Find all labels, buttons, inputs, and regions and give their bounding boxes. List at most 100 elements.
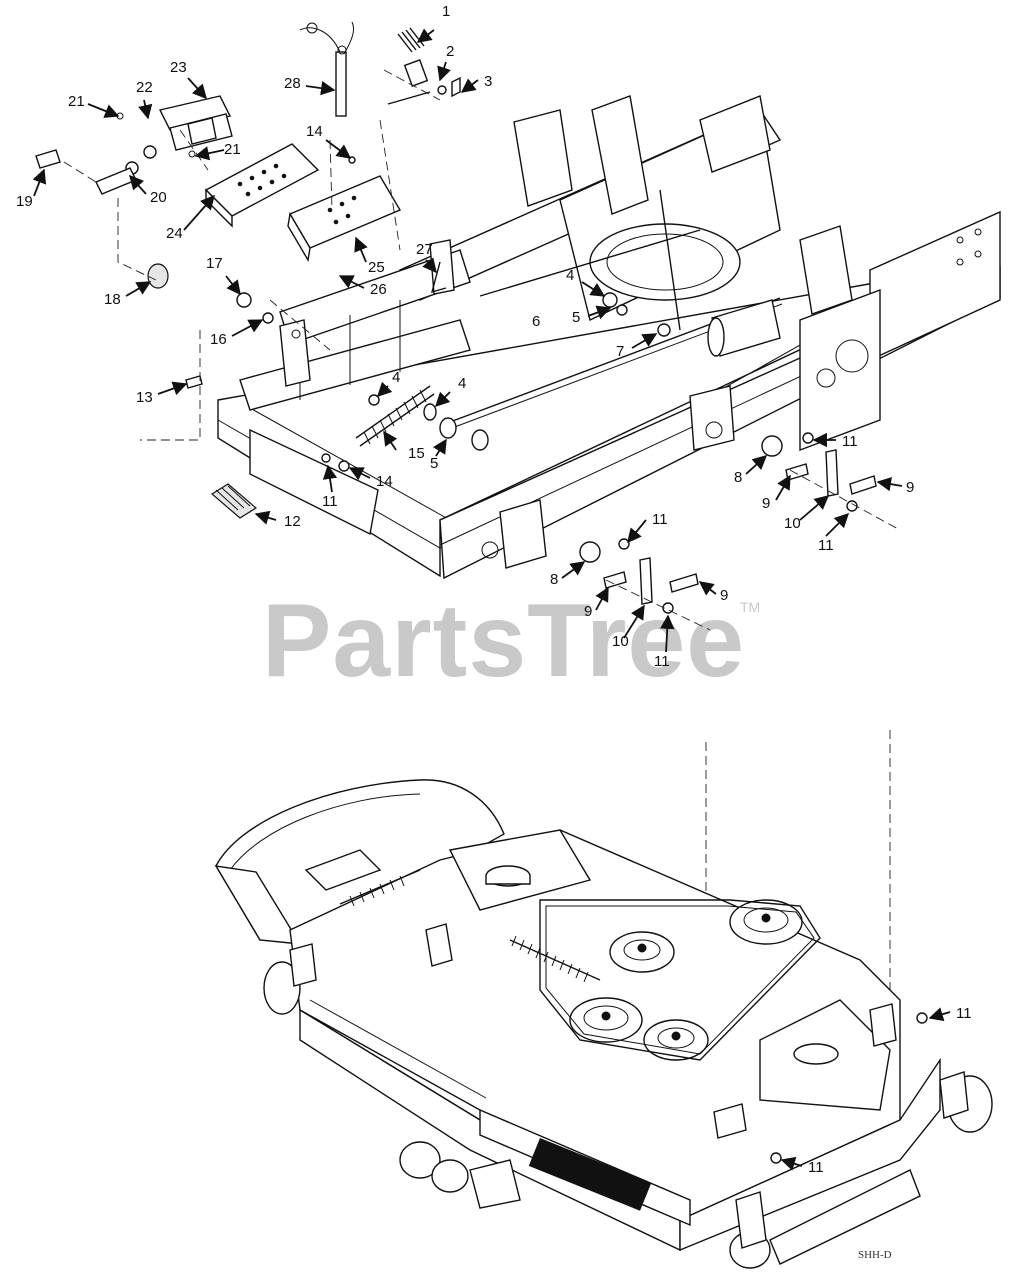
callout-leader (383, 430, 398, 451)
callout-label: 3 (484, 73, 492, 90)
callout-label: 4 (458, 375, 466, 392)
callout-28: 28 (284, 75, 336, 96)
callout-9: 9 (698, 581, 728, 604)
callout-label: 28 (284, 75, 301, 92)
callout-leader (194, 146, 225, 161)
callout-label: 5 (572, 309, 580, 326)
callout-label: 10 (784, 515, 801, 532)
callout-label: 21 (68, 93, 85, 110)
callout-20: 20 (129, 174, 167, 206)
callout-label: 18 (104, 291, 121, 308)
callout-23: 23 (170, 59, 207, 100)
callout-label: 24 (166, 225, 183, 242)
callout-leader (354, 236, 368, 263)
callout-leader (183, 194, 215, 231)
callout-18: 18 (104, 281, 152, 308)
linkage-assembly-19-23 (35, 95, 233, 195)
callout-leader (305, 81, 336, 96)
callout-4: 4 (566, 267, 606, 297)
pulley-left-center (569, 997, 643, 1043)
callout-label: 19 (16, 193, 33, 210)
callout-label: 11 (842, 433, 858, 450)
callout-leader (660, 614, 675, 653)
deck-wheel-left-rear (263, 943, 317, 1015)
callout-label: 16 (210, 331, 227, 348)
callout-leader (225, 275, 241, 296)
callout-leader (376, 381, 393, 398)
mower-deck-assembly (214, 779, 993, 1269)
callout-label: 11 (652, 511, 668, 528)
callout-17: 17 (206, 255, 241, 296)
callout-leader (338, 275, 365, 289)
callout-1: 1 (416, 3, 450, 43)
callout-label: 7 (616, 343, 624, 360)
callout-leader (437, 61, 451, 82)
callout-label: 11 (956, 1005, 972, 1022)
callout-label: 9 (906, 479, 914, 496)
callout-leader (698, 581, 717, 596)
callout-14: 14 (306, 123, 352, 159)
callout-leader (157, 381, 188, 396)
callout-leader (876, 477, 903, 492)
callout-21: 21 (194, 141, 241, 161)
callout-label: 5 (430, 455, 438, 472)
callout-14: 14 (348, 467, 393, 490)
callout-leader (623, 604, 645, 639)
callout-leader (231, 319, 264, 337)
callout-label: 25 (368, 259, 385, 276)
callout-leader (422, 257, 437, 274)
callout-11: 11 (654, 614, 675, 670)
callout-label: 14 (376, 473, 393, 490)
callout-leader (581, 281, 606, 297)
callout-11: 11 (818, 512, 850, 554)
callout-leader (631, 333, 658, 349)
callout-11: 11 (928, 1005, 972, 1022)
callout-leader (325, 139, 352, 159)
callout-label: 27 (416, 241, 433, 258)
callout-label: 11 (808, 1159, 824, 1176)
callout-label: 11 (654, 653, 670, 670)
callout-8: 8 (550, 561, 586, 588)
callout-leader (825, 512, 850, 537)
callout-3: 3 (460, 73, 492, 93)
watermark-trademark: TM (740, 599, 760, 615)
callout-4: 4 (434, 375, 466, 408)
callout-label: 13 (136, 389, 153, 406)
callout-label: 15 (408, 445, 425, 462)
diagram-code: SHH-D (858, 1249, 892, 1261)
callout-leader (187, 77, 207, 100)
callout-label: 9 (762, 495, 770, 512)
deck-wheel-left-front (399, 1141, 521, 1209)
callout-leader (32, 168, 47, 197)
callout-leader (125, 281, 152, 297)
callout-leader (416, 28, 435, 43)
upper-small-parts (35, 21, 877, 614)
callout-leader (322, 464, 338, 493)
callout-26: 26 (338, 275, 387, 298)
callout-leader (129, 174, 147, 195)
pulley-idler-front (643, 1019, 709, 1061)
callout-leader (775, 474, 791, 501)
callout-leader (460, 78, 479, 93)
callout-label: 21 (224, 141, 241, 158)
callout-25: 25 (354, 236, 385, 276)
callout-leader (138, 99, 153, 120)
callout-label: 11 (322, 493, 338, 510)
callout-label: 9 (720, 587, 728, 604)
callout-11: 11 (322, 464, 338, 510)
spring-part-15 (355, 385, 435, 447)
callout-label: 22 (136, 79, 153, 96)
callout-leader (587, 305, 612, 320)
callout-5: 5 (430, 438, 447, 472)
callout-leader (561, 561, 586, 579)
perforated-plate-part-24 (204, 143, 320, 228)
callout-label: 17 (206, 255, 223, 272)
callout-leader (254, 510, 277, 525)
callout-9: 9 (584, 586, 609, 620)
callout-label: 6 (532, 313, 540, 330)
callout-13: 13 (136, 381, 188, 406)
callout-leader (434, 391, 451, 408)
callout-label: 9 (584, 603, 592, 620)
callout-leader (799, 495, 830, 521)
